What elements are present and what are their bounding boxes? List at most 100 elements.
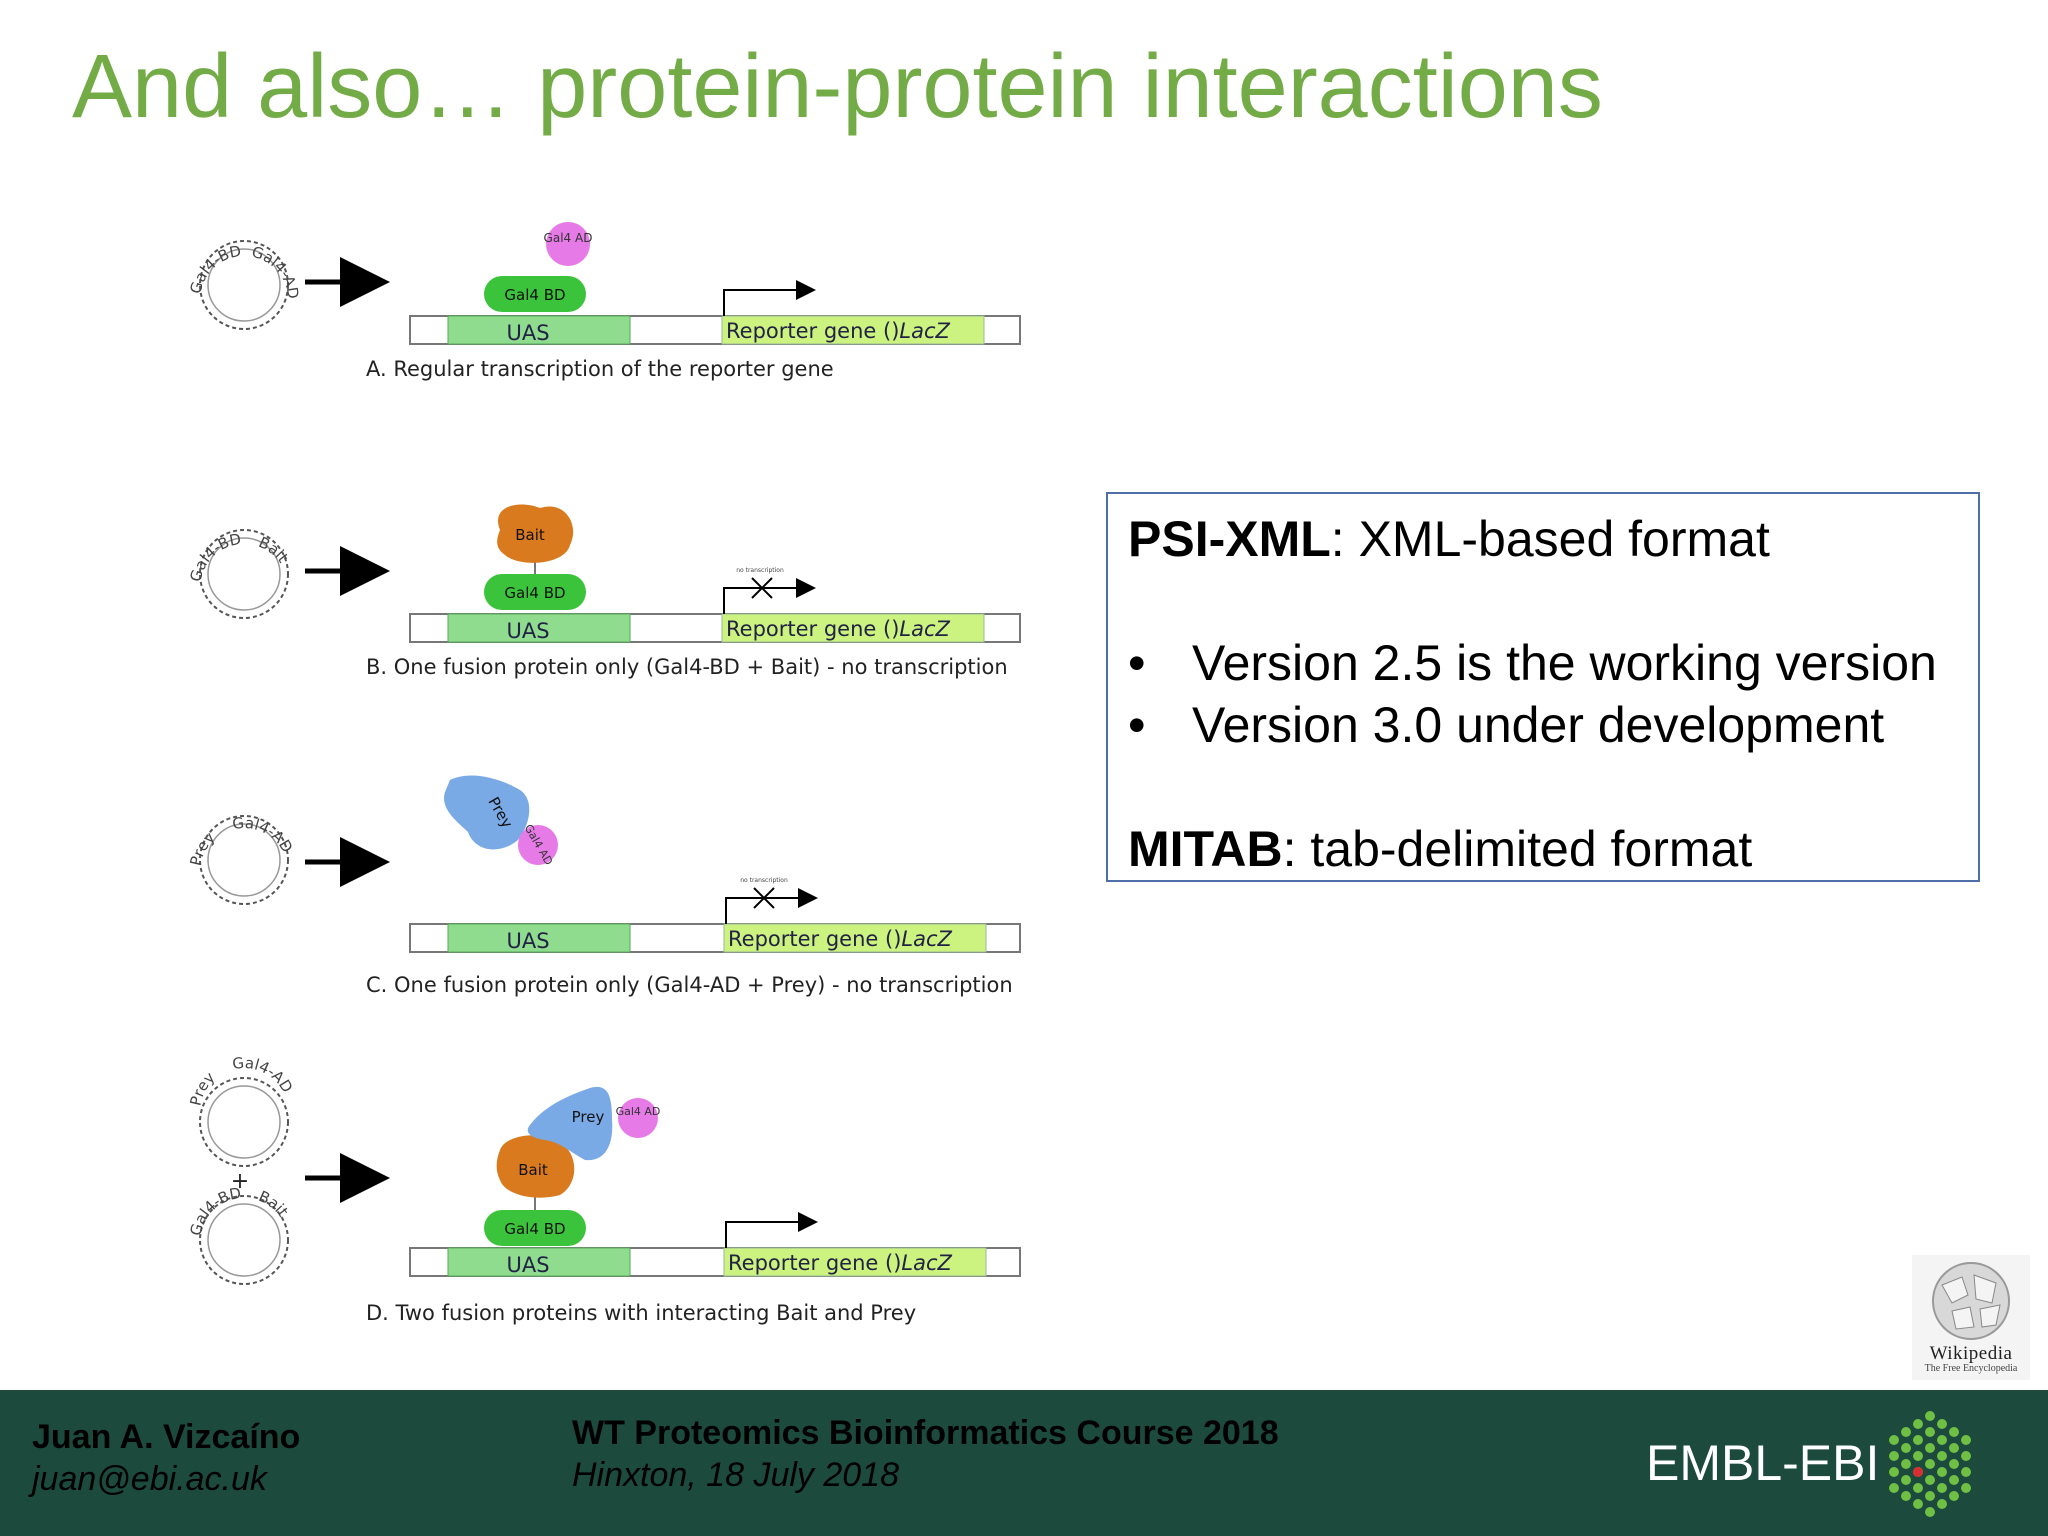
plasmid-c-label-1: Prey — [186, 828, 218, 867]
plasmid-d-bottom: Gal4-BD Bait — [186, 1184, 292, 1285]
panel-c: Prey Gal4-AD UAS Reporter gene ()LacZ no… — [186, 775, 1021, 997]
gal4-bd-label-b: Gal4 BD — [504, 584, 565, 602]
bullet-symbol: • — [1128, 697, 1146, 753]
svg-text:Gal4-BD: Gal4-BD — [186, 242, 242, 296]
block-x-b — [751, 577, 773, 599]
svg-text:Bait: Bait — [256, 533, 292, 566]
prey-label-d: Prey — [572, 1108, 605, 1126]
footer-author: Juan A. Vizcaíno — [32, 1418, 301, 1456]
mitab-line: MITAB: tab-delimited format — [1128, 818, 1958, 880]
format-info-box: PSI-XML: XML-based format • Version 2.5 … — [1106, 492, 1980, 882]
plasmid-d-top-label-2: Gal4-AD — [231, 1054, 296, 1096]
uas-label-c: UAS — [506, 929, 549, 953]
panel-b: Gal4-BD Bait UAS Reporter gene ()LacZ no… — [186, 504, 1021, 679]
svg-text:Prey: Prey — [186, 828, 218, 867]
reporter-box-b — [721, 613, 985, 643]
caption-d: D. Two fusion proteins with interacting … — [366, 1301, 916, 1325]
gal4-bd-b — [484, 574, 586, 610]
transcription-arrow-c — [725, 888, 818, 924]
bait-d — [496, 1135, 575, 1198]
gal4-bd-label-d: Gal4 BD — [504, 1220, 565, 1238]
reporter-label-c: Reporter gene ()LacZ — [728, 927, 953, 951]
bullet-text: Version 3.0 under development — [1192, 697, 1885, 753]
wikipedia-globe-icon — [1932, 1262, 2010, 1340]
mitab-desc: : tab-delimited format — [1282, 821, 1753, 877]
yeast-two-hybrid-diagram: Gal4-BD Gal4-AD UAS Reporter gene ()LacZ… — [186, 222, 1021, 1325]
bullet-item: • Version 2.5 is the working version — [1128, 632, 1958, 694]
footer-email: juan@ebi.ac.uk — [32, 1460, 267, 1498]
reporter-box-c — [723, 923, 987, 953]
slide-title: And also… protein-protein interactions — [72, 37, 1603, 137]
plasmid-b: Gal4-BD Bait — [186, 529, 292, 619]
gal4-bd-d — [484, 1210, 586, 1246]
panel-a: Gal4-BD Gal4-AD UAS Reporter gene ()LacZ… — [186, 222, 1021, 381]
mitab-term: MITAB — [1128, 821, 1283, 877]
prey-c — [444, 775, 530, 850]
plasmid-d-bottom-label-2: Bait — [256, 1187, 292, 1220]
no-transcription-b: no transcription — [736, 567, 784, 574]
reporter-label-a: Reporter gene ()LacZ — [726, 319, 951, 343]
wikipedia-logo: Wikipedia The Free Encyclopedia — [1912, 1255, 2030, 1380]
svg-text:Gal4-AD: Gal4-AD — [231, 1054, 296, 1096]
embl-ebi-logo-text: EMBL-EBI — [1646, 1435, 1880, 1491]
uas-box-c — [447, 923, 631, 953]
block-x-c — [753, 887, 775, 909]
footer-place-date: Hinxton, 18 July 2018 — [572, 1456, 899, 1494]
slide-footer: Juan A. Vizcaíno juan@ebi.ac.uk WT Prote… — [0, 1390, 2048, 1536]
plasmid-d-top: Prey Gal4-AD — [186, 1054, 296, 1167]
plasmid-a-label-2: Gal4-AD — [250, 243, 302, 300]
transcription-arrow-d — [725, 1212, 818, 1248]
gal4-ad-a — [546, 222, 590, 266]
svg-text:Gal4-BD: Gal4-BD — [186, 1184, 242, 1238]
gal4-ad-label-d: Gal4 AD — [616, 1105, 661, 1118]
reporter-label-b: Reporter gene ()LacZ — [726, 617, 951, 641]
uas-label-b: UAS — [506, 619, 549, 643]
gal4-ad-d — [618, 1098, 658, 1138]
prey-d — [527, 1086, 613, 1161]
uas-label-d: UAS — [506, 1253, 549, 1277]
psi-xml-desc: : XML-based format — [1330, 511, 1770, 567]
plasmid-c-label-2: Gal4-AD — [231, 814, 296, 856]
bullet-symbol: • — [1128, 635, 1146, 691]
bait-b — [497, 504, 574, 563]
footer-course: WT Proteomics Bioinformatics Course 2018 — [572, 1414, 1279, 1452]
caption-b: B. One fusion protein only (Gal4-BD + Ba… — [366, 655, 1008, 679]
plasmid-a: Gal4-BD Gal4-AD — [186, 240, 302, 330]
uas-label-a: UAS — [506, 321, 549, 345]
svg-text:Gal4-AD: Gal4-AD — [250, 243, 302, 300]
gal4-bd-label-a: Gal4 BD — [504, 286, 565, 304]
uas-box-b — [447, 613, 631, 643]
uas-box-d — [447, 1247, 631, 1277]
reporter-box-a — [721, 315, 985, 345]
wikipedia-tagline: The Free Encyclopedia — [1924, 1363, 2018, 1374]
psi-xml-term: PSI-XML — [1128, 511, 1331, 567]
reporter-label-d: Reporter gene ()LacZ — [728, 1251, 953, 1275]
psi-xml-line: PSI-XML: XML-based format — [1128, 508, 1958, 570]
wikipedia-wordmark: Wikipedia — [1929, 1343, 2013, 1364]
transcription-arrow-a — [723, 280, 816, 316]
bullet-text: Version 2.5 is the working version — [1192, 635, 1937, 691]
embl-ebi-hex-icon — [1889, 1411, 1971, 1517]
caption-c: C. One fusion protein only (Gal4-AD + Pr… — [366, 973, 1013, 997]
uas-box-a — [447, 315, 631, 345]
svg-text:Gal4-BD: Gal4-BD — [186, 530, 242, 584]
plus-sign-d: + — [231, 1169, 249, 1194]
bullet-item: • Version 3.0 under development — [1128, 694, 1958, 756]
panel-d: Prey Gal4-AD + Gal4-BD Bait UAS Reporter… — [186, 1054, 1021, 1325]
svg-text:Gal4-AD: Gal4-AD — [231, 814, 296, 856]
caption-a: A. Regular transcription of the reporter… — [366, 357, 834, 381]
svg-text:Bait: Bait — [256, 1187, 292, 1220]
no-transcription-c: no transcription — [740, 877, 788, 884]
plasmid-b-label-1: Gal4-BD — [186, 530, 242, 584]
bait-label-b: Bait — [515, 526, 545, 544]
plasmid-c: Prey Gal4-AD — [186, 814, 296, 905]
transcription-arrow-b — [723, 578, 816, 614]
gal4-ad-label-a: Gal4 AD — [544, 231, 593, 245]
plasmid-b-label-2: Bait — [256, 533, 292, 566]
gal4-ad-c — [518, 825, 558, 865]
gal4-bd-a — [484, 276, 586, 312]
plasmid-d-bottom-label-1: Gal4-BD — [186, 1184, 242, 1238]
plasmid-a-label-1: Gal4-BD — [186, 242, 242, 296]
bait-label-d: Bait — [518, 1161, 548, 1179]
reporter-box-d — [723, 1247, 987, 1277]
